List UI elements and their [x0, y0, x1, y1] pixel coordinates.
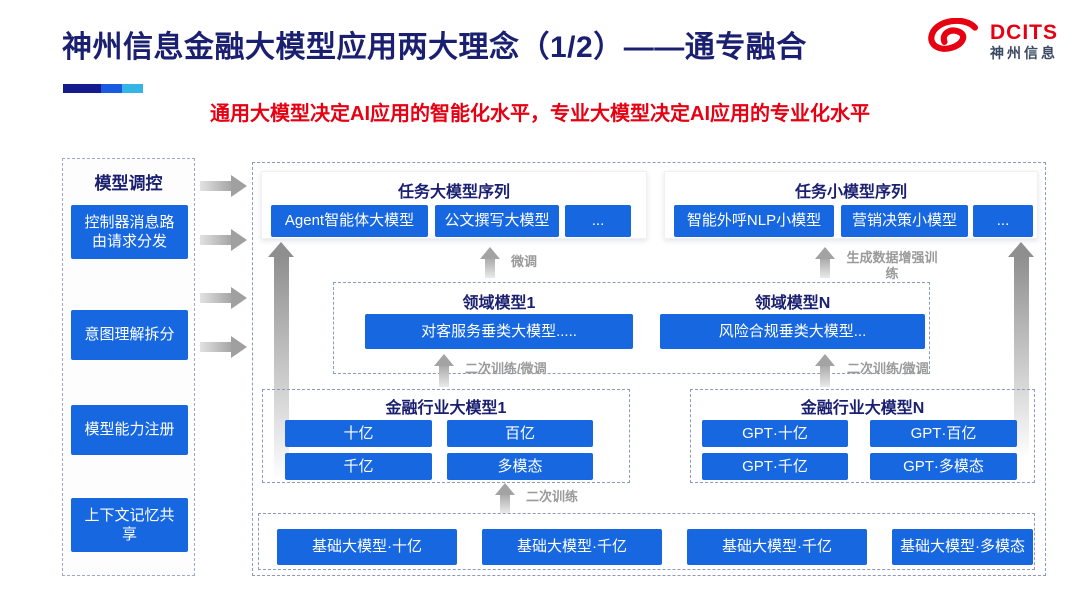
label-retrain-finetune-left: 二次训练/微调 [465, 361, 547, 376]
title-accent-bar [63, 84, 143, 93]
task-small-models-card: 任务小模型序列 智能外呼NLP小模型 营销决策小模型 ... [664, 171, 1038, 239]
arrow-right-2 [200, 229, 247, 251]
domain-model-1-title: 领域模型1 [462, 295, 536, 312]
task-small-models-title: 任务小模型序列 [794, 184, 907, 201]
sidebar-title: 模型调控 [94, 174, 163, 193]
industry-model-n-title: 金融行业大模型N [800, 400, 925, 417]
model-box-risk-compliance: 风险合规垂类大模型... [660, 314, 925, 349]
label-gen-data-training: 生成数据增强训练 [846, 250, 938, 282]
sidebar-item-register: 模型能力注册 [71, 405, 188, 455]
domain-models-frame [333, 282, 930, 374]
arrow-up-retrain-base [495, 483, 515, 513]
industry-model-1-card [262, 389, 630, 483]
model-box-10b: 百亿 [447, 420, 593, 447]
model-box-base-100b-b: 基础大模型·千亿 [687, 529, 867, 565]
model-box-multimodal: 多模态 [447, 453, 593, 480]
page-title: 神州信息金融大模型应用两大理念（1/2）——通专融合 [62, 31, 807, 64]
slide-subtitle: 通用大模型决定AI应用的智能化水平，专业大模型决定AI应用的专业化水平 [210, 103, 870, 125]
logo-text-cn: 神州信息 [990, 45, 1058, 62]
sidebar-model-control: 模型调控 控制器消息路由请求分发 意图理解拆分 模型能力注册 上下文记忆共享 [62, 158, 195, 576]
model-box-base-100b-a: 基础大模型·千亿 [482, 529, 662, 565]
arrow-up-finetune [480, 247, 500, 278]
model-box-more-large: ... [565, 205, 631, 237]
model-box-nlp-call: 智能外呼NLP小模型 [674, 205, 834, 237]
model-box-document: 公文撰写大模型 [435, 205, 559, 237]
label-retrain-finetune-right: 二次训练/微调 [847, 361, 929, 376]
arrow-up-retrain-right [815, 354, 835, 387]
model-box-gpt-10b: GPT·百亿 [870, 420, 1017, 447]
arrow-up-left-tall [268, 242, 294, 477]
model-box-gpt-1b: GPT·十亿 [702, 420, 848, 447]
model-box-gpt-multimodal: GPT·多模态 [870, 453, 1017, 480]
arrow-right-1 [200, 175, 247, 197]
dcits-swirl-icon [924, 17, 982, 65]
arrow-right-4 [200, 336, 247, 358]
industry-model-1-title: 金融行业大模型1 [385, 400, 507, 417]
label-finetune: 微调 [511, 254, 538, 269]
arrow-right-3 [200, 287, 247, 309]
arrow-up-gen-data [815, 247, 835, 278]
arrow-up-right-tall [1008, 242, 1034, 455]
task-large-models-title: 任务大模型序列 [397, 184, 510, 201]
domain-model-n-title: 领域模型N [754, 295, 831, 312]
model-box-gpt-100b: GPT·千亿 [702, 453, 848, 480]
arrow-up-retrain-left [434, 354, 454, 387]
model-box-marketing: 营销决策小模型 [841, 205, 968, 237]
sidebar-item-intent: 意图理解拆分 [71, 310, 188, 360]
company-logo: DCITS 神州信息 [924, 17, 1058, 65]
industry-model-n-card [690, 389, 1035, 483]
label-retrain: 二次训练 [526, 489, 579, 504]
logo-text-en: DCITS [990, 21, 1058, 45]
model-box-base-multimodal: 基础大模型·多模态 [892, 529, 1033, 565]
base-models-card [258, 513, 1035, 570]
main-diagram-frame [252, 162, 1046, 576]
model-box-more-small: ... [973, 205, 1033, 237]
model-box-1b: 十亿 [285, 420, 432, 447]
sidebar-item-context: 上下文记忆共享 [71, 498, 188, 552]
sidebar-item-router: 控制器消息路由请求分发 [71, 205, 188, 259]
model-box-100b: 千亿 [285, 453, 432, 480]
task-large-models-card: 任务大模型序列 Agent智能体大模型 公文撰写大模型 ... [261, 171, 647, 239]
model-box-customer-service: 对客服务垂类大模型..... [365, 314, 633, 349]
model-box-agent: Agent智能体大模型 [271, 205, 428, 237]
model-box-base-1b: 基础大模型·十亿 [277, 529, 457, 565]
